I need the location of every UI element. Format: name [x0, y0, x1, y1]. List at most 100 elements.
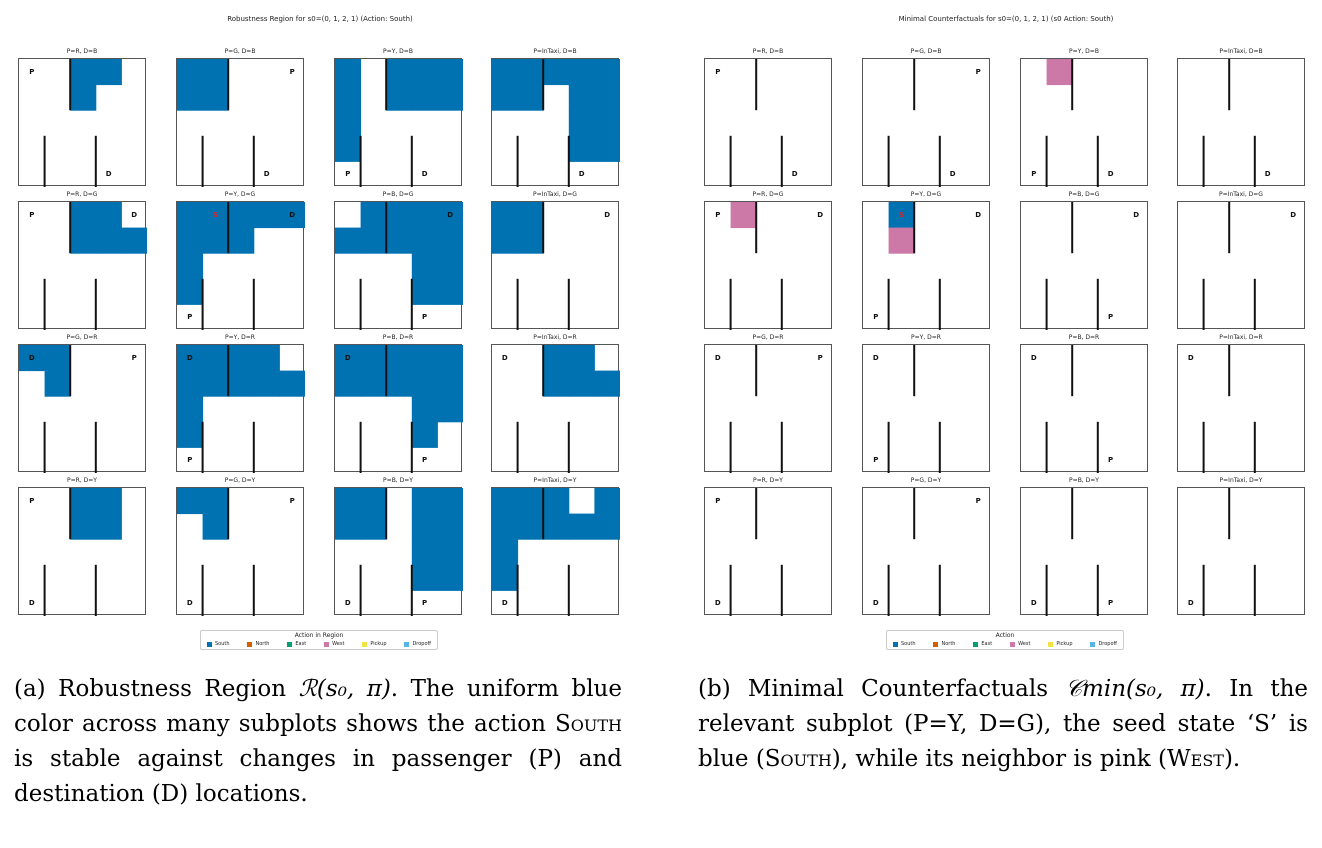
- destination-marker: D: [345, 354, 351, 362]
- subplot-svg: PD: [715, 488, 783, 616]
- action-cell: [1046, 59, 1073, 86]
- subplot-svg: PD: [177, 59, 295, 187]
- caption-a: (a) Robustness Region ℛ(s₀, π). The unif…: [14, 672, 622, 812]
- subplot-svg: PD: [177, 345, 305, 473]
- legend-item: North: [933, 641, 955, 647]
- action-cell: [568, 370, 595, 397]
- action-cell: [360, 370, 387, 397]
- subplot-title: P=Y, D=B: [1069, 48, 1099, 55]
- action-cell: [437, 227, 463, 254]
- action-cell: [228, 345, 255, 372]
- subplot-svg: D: [1188, 345, 1256, 473]
- passenger-marker: P: [1108, 599, 1113, 607]
- action-cell: [279, 202, 305, 229]
- action-cell: [335, 488, 362, 515]
- subplot-title: P=R, D=G: [752, 191, 784, 198]
- destination-marker: D: [502, 354, 508, 362]
- action-cell: [411, 253, 438, 280]
- action-cell: [70, 84, 97, 111]
- action-cell: [730, 202, 757, 229]
- legend-swatch: [893, 641, 898, 647]
- action-cell: [594, 110, 620, 137]
- destination-marker: D: [1133, 211, 1139, 219]
- action-cell: [594, 84, 620, 111]
- action-cell: [492, 202, 519, 229]
- action-cell: [335, 227, 362, 254]
- caption-b-text1: . In the relevant subplot (P=Y, D=G), th…: [698, 676, 1308, 772]
- action-cell: [386, 345, 413, 372]
- action-cell: [437, 278, 463, 305]
- action-cell: [492, 227, 519, 254]
- action-cell: [335, 345, 362, 372]
- subplot-title: P=Y, D=G: [224, 191, 256, 198]
- legend-label: West: [332, 641, 345, 647]
- action-cell: [594, 135, 620, 162]
- subplot-svg: PDS: [177, 202, 305, 330]
- subplot-title: P=G, D=Y: [910, 477, 942, 484]
- action-cell: [95, 513, 122, 540]
- legend-label: Pickup: [370, 641, 387, 647]
- destination-marker: D: [873, 354, 879, 362]
- subplot-grid: D: [1177, 487, 1305, 616]
- action-cell: [411, 278, 438, 305]
- legend-label: South: [901, 641, 916, 647]
- action-cell: [177, 59, 204, 86]
- subplot-title: P=Y, D=G: [910, 191, 942, 198]
- subplot-grid: D: [1177, 58, 1305, 187]
- action-cell: [517, 202, 544, 229]
- action-cell: [543, 488, 570, 515]
- action-cell: [543, 59, 570, 86]
- action-cell: [543, 345, 570, 372]
- subplot-title: P=InTaxi, D=Y: [1219, 477, 1263, 484]
- action-cell: [228, 227, 255, 254]
- caption-b-math: 𝒞min(s₀, π): [1065, 676, 1205, 702]
- subplot-title: P=InTaxi, D=B: [1219, 48, 1263, 55]
- destination-marker: D: [289, 211, 295, 219]
- destination-marker: D: [1265, 170, 1271, 178]
- action-cell: [517, 488, 544, 515]
- subplot-grid: D: [1177, 201, 1305, 330]
- action-cell: [437, 513, 463, 540]
- passenger-marker: P: [715, 211, 720, 219]
- action-cell: [517, 227, 544, 254]
- action-cell: [386, 227, 413, 254]
- action-cell: [360, 227, 387, 254]
- action-cell: [594, 59, 620, 86]
- passenger-marker: P: [290, 68, 295, 76]
- action-cell: [202, 227, 229, 254]
- subplot-title: P=G, D=B: [910, 48, 942, 55]
- action-cell: [437, 253, 463, 280]
- legend-swatch: [247, 641, 253, 647]
- subplot-title: P=InTaxi, D=G: [1219, 191, 1263, 198]
- action-cell: [335, 59, 362, 86]
- legend-item: West: [1010, 641, 1030, 647]
- action-cell: [437, 564, 463, 591]
- action-cell: [44, 370, 71, 397]
- action-cell: [543, 370, 570, 397]
- action-cell: [360, 345, 387, 372]
- action-cell: [492, 59, 519, 86]
- passenger-marker: P: [1108, 456, 1113, 464]
- subplot-svg: D: [1188, 488, 1256, 616]
- action-cell: [70, 227, 97, 254]
- action-cell: [437, 59, 463, 86]
- destination-marker: D: [1031, 354, 1037, 362]
- subplot-svg: D: [492, 202, 610, 330]
- action-cell: [19, 345, 46, 372]
- destination-marker: D: [1108, 170, 1114, 178]
- subplot-svg: D: [492, 59, 620, 187]
- destination-marker: D: [604, 211, 610, 219]
- subplot-svg: PD: [177, 488, 295, 616]
